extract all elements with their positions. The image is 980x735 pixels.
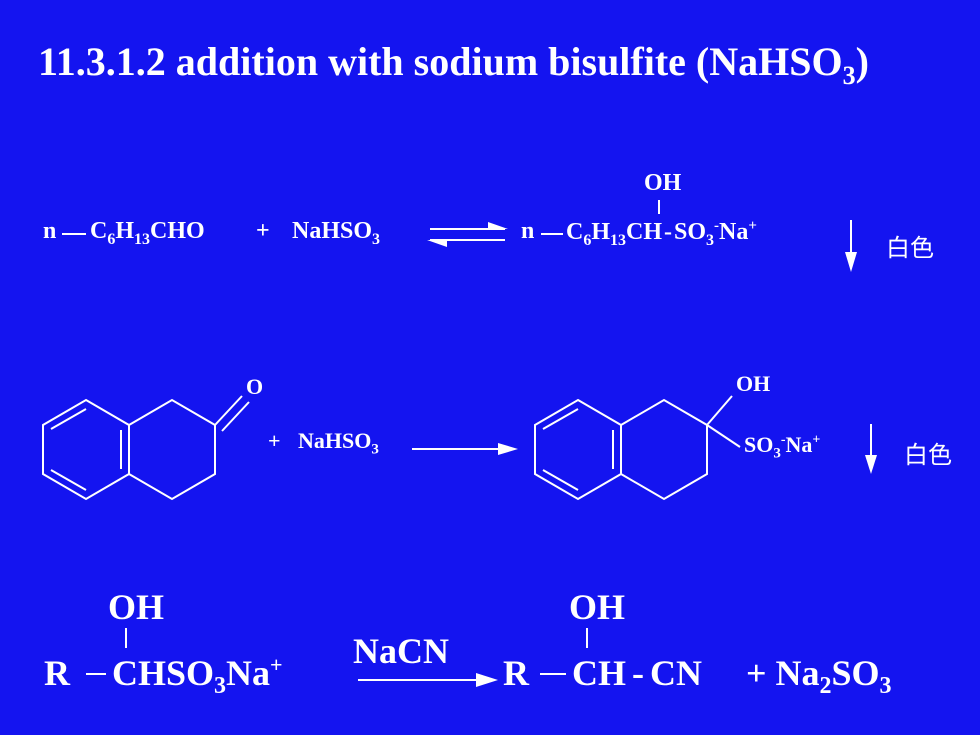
row2-carbonyl-bond-1 (214, 395, 243, 426)
row1-forward-arrowhead (488, 222, 508, 229)
row2-reactant-ring (128, 398, 216, 501)
row3-right-oh: OH (569, 587, 626, 627)
row2-reagent: NaHSO3 (298, 428, 379, 458)
row3-over-arrow: NaCN (353, 631, 449, 671)
row2-arrowhead (498, 443, 518, 455)
row3-byproduct: + Na2SO3 (746, 653, 892, 700)
row1-product: C6H13CH-SO3-Na+ (566, 218, 757, 249)
row2-carbonyl-bond-2 (221, 401, 250, 432)
row1-oh: OH (644, 170, 682, 196)
row3-left-oh: OH (108, 587, 165, 627)
row1-reactant: C6H13CHO (90, 218, 205, 248)
row2-product-ring (620, 398, 708, 501)
row1-reverse-arrowhead (427, 240, 447, 247)
row3-left-species: CHSO3Na+ (112, 652, 283, 700)
row1-product-prefix: n (521, 218, 535, 244)
row1-note: 白色 (886, 234, 934, 262)
row2-o-label: O (246, 374, 264, 399)
row2-product-benzene (534, 398, 622, 501)
row1-reagent: NaHSO3 (292, 218, 381, 248)
row2-note: 白色 (904, 441, 952, 469)
row2-reactant-benzene (42, 398, 130, 501)
row2-so3-bond (706, 424, 741, 448)
row3-right-species: CH-CN (572, 653, 702, 693)
row3-arrowhead (476, 673, 498, 687)
row3-right-r: R (503, 653, 529, 693)
row2-down-arrowhead (865, 455, 877, 474)
row1-reactant-prefix: n (43, 218, 57, 244)
page-title: 11.3.1.2 addition with sodium bisulfite … (38, 39, 869, 90)
row1-plus: + (256, 218, 270, 244)
row2-so3-na: SO3-Na+ (744, 432, 821, 462)
row3-left-r: R (44, 653, 70, 693)
row1-down-arrowhead (845, 252, 857, 272)
row2-oh-bond (706, 395, 733, 426)
row2-oh: OH (736, 371, 771, 396)
row2-plus: + (268, 428, 281, 453)
